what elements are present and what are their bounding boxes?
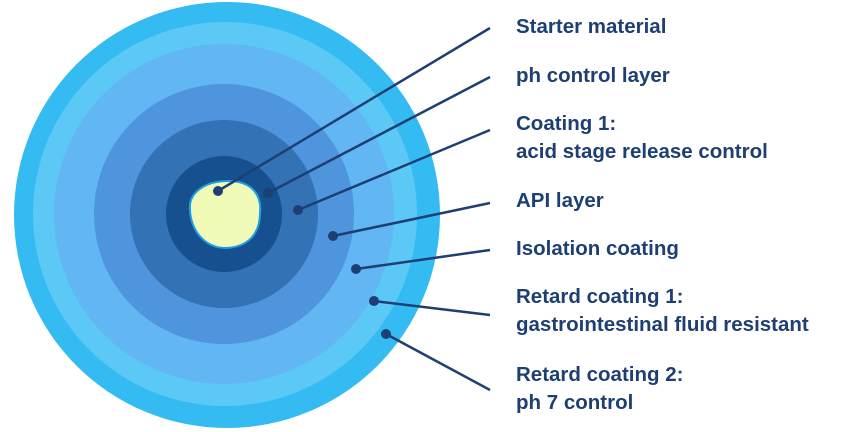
leader-dot-6 — [369, 296, 379, 306]
label-api-layer: API layer — [516, 189, 604, 212]
label-retard-coating-1: Retard coating 1: gastrointestinal fluid… — [516, 285, 809, 336]
label-retard-coating-2: Retard coating 2: ph 7 control — [516, 363, 684, 414]
leader-lines — [213, 26, 491, 392]
leader-dot-1 — [213, 186, 223, 196]
leader-dot-4 — [328, 231, 338, 241]
label-starter-material: Starter material — [516, 15, 667, 38]
leader-line-7 — [385, 332, 491, 392]
label-ph-control-layer: ph control layer — [516, 64, 670, 87]
leader-dot-3 — [293, 205, 303, 215]
leader-dot-5 — [351, 264, 361, 274]
leader-line-2 — [267, 75, 491, 195]
leader-line-5 — [355, 248, 491, 271]
leader-line-1 — [217, 26, 491, 193]
leader-dot-2 — [263, 188, 273, 198]
label-isolation-coating: Isolation coating — [516, 237, 679, 260]
starter-material-core — [188, 179, 262, 250]
leader-line-3 — [297, 128, 491, 212]
label-coating-1: Coating 1: acid stage release control — [516, 112, 768, 163]
leader-line-4 — [332, 201, 491, 238]
leader-dot-7 — [381, 329, 391, 339]
leader-line-6 — [373, 299, 491, 317]
